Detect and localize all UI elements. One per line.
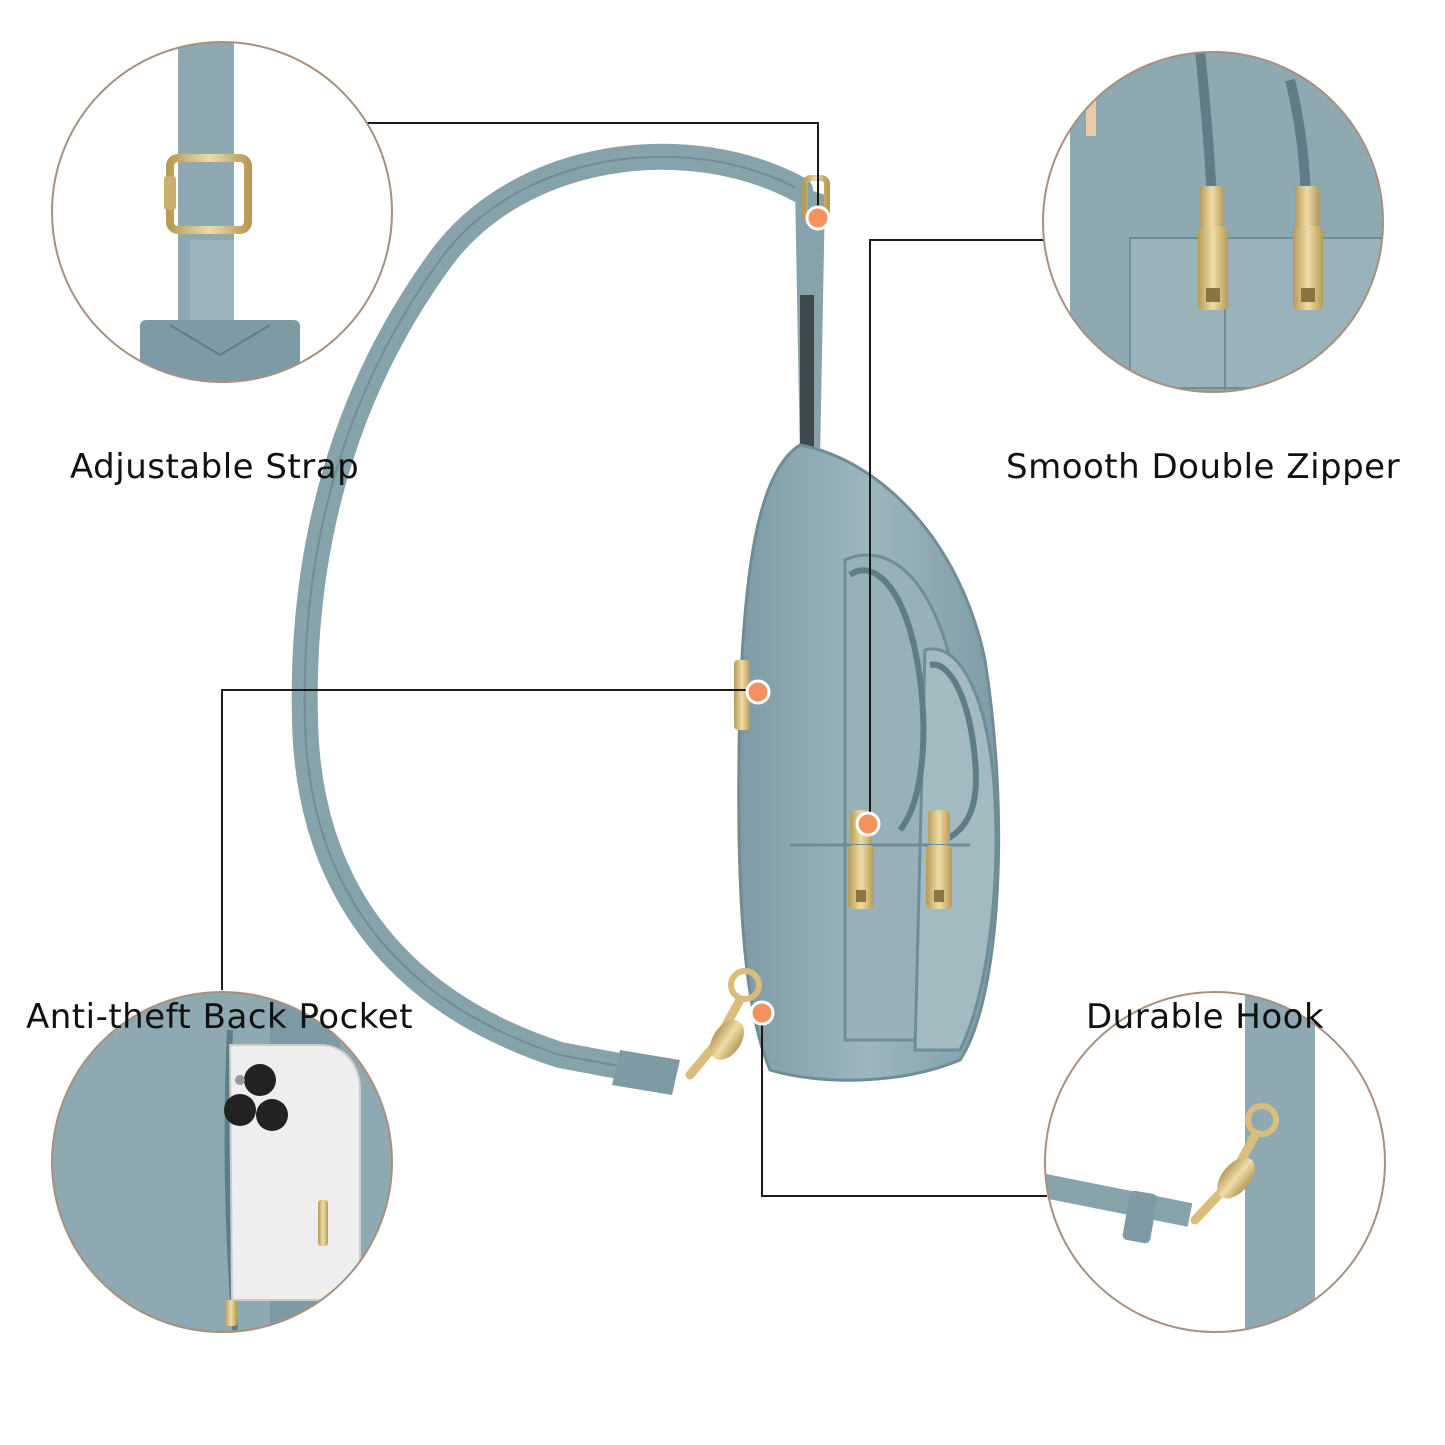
sling-bag [291,143,1001,1095]
callout-dot-icon [749,1000,775,1026]
detail-circle-pocket [51,991,393,1333]
bag-strap [291,143,813,1083]
buckle-icon [164,154,252,234]
callout-dot-icon [855,811,881,837]
callout-dot-icon [805,205,831,231]
callout-line-zipper [869,239,1045,820]
lobster-clasp-icon [685,968,762,1080]
detail-circle-hook [1044,991,1386,1333]
callout-line-strap [360,122,819,215]
strap-tab [800,295,814,455]
feature-label-strap: Adjustable Strap [70,447,360,487]
lobster-clasp-icon [1190,1103,1279,1225]
detail-circle-strap [51,41,393,383]
callout-line-hook [761,1010,1047,1197]
callout-markers [745,205,881,1026]
callout-lines [221,122,1047,1197]
feature-label-zipper: Smooth Double Zipper [1006,447,1401,487]
feature-label-pocket: Anti-theft Back Pocket [26,997,414,1037]
zipper-pull-icon [926,810,952,909]
callout-line-pocket [221,689,758,990]
zipper-pull-icon [1293,186,1323,310]
callout-dot-icon [745,679,771,705]
feature-label-hook: Durable Hook [1086,997,1325,1037]
zipper-pull-icon [734,660,750,730]
zipper-pull-icon [1198,186,1228,310]
phone-icon [224,1044,361,1301]
detail-circle-zipper [1042,51,1384,393]
